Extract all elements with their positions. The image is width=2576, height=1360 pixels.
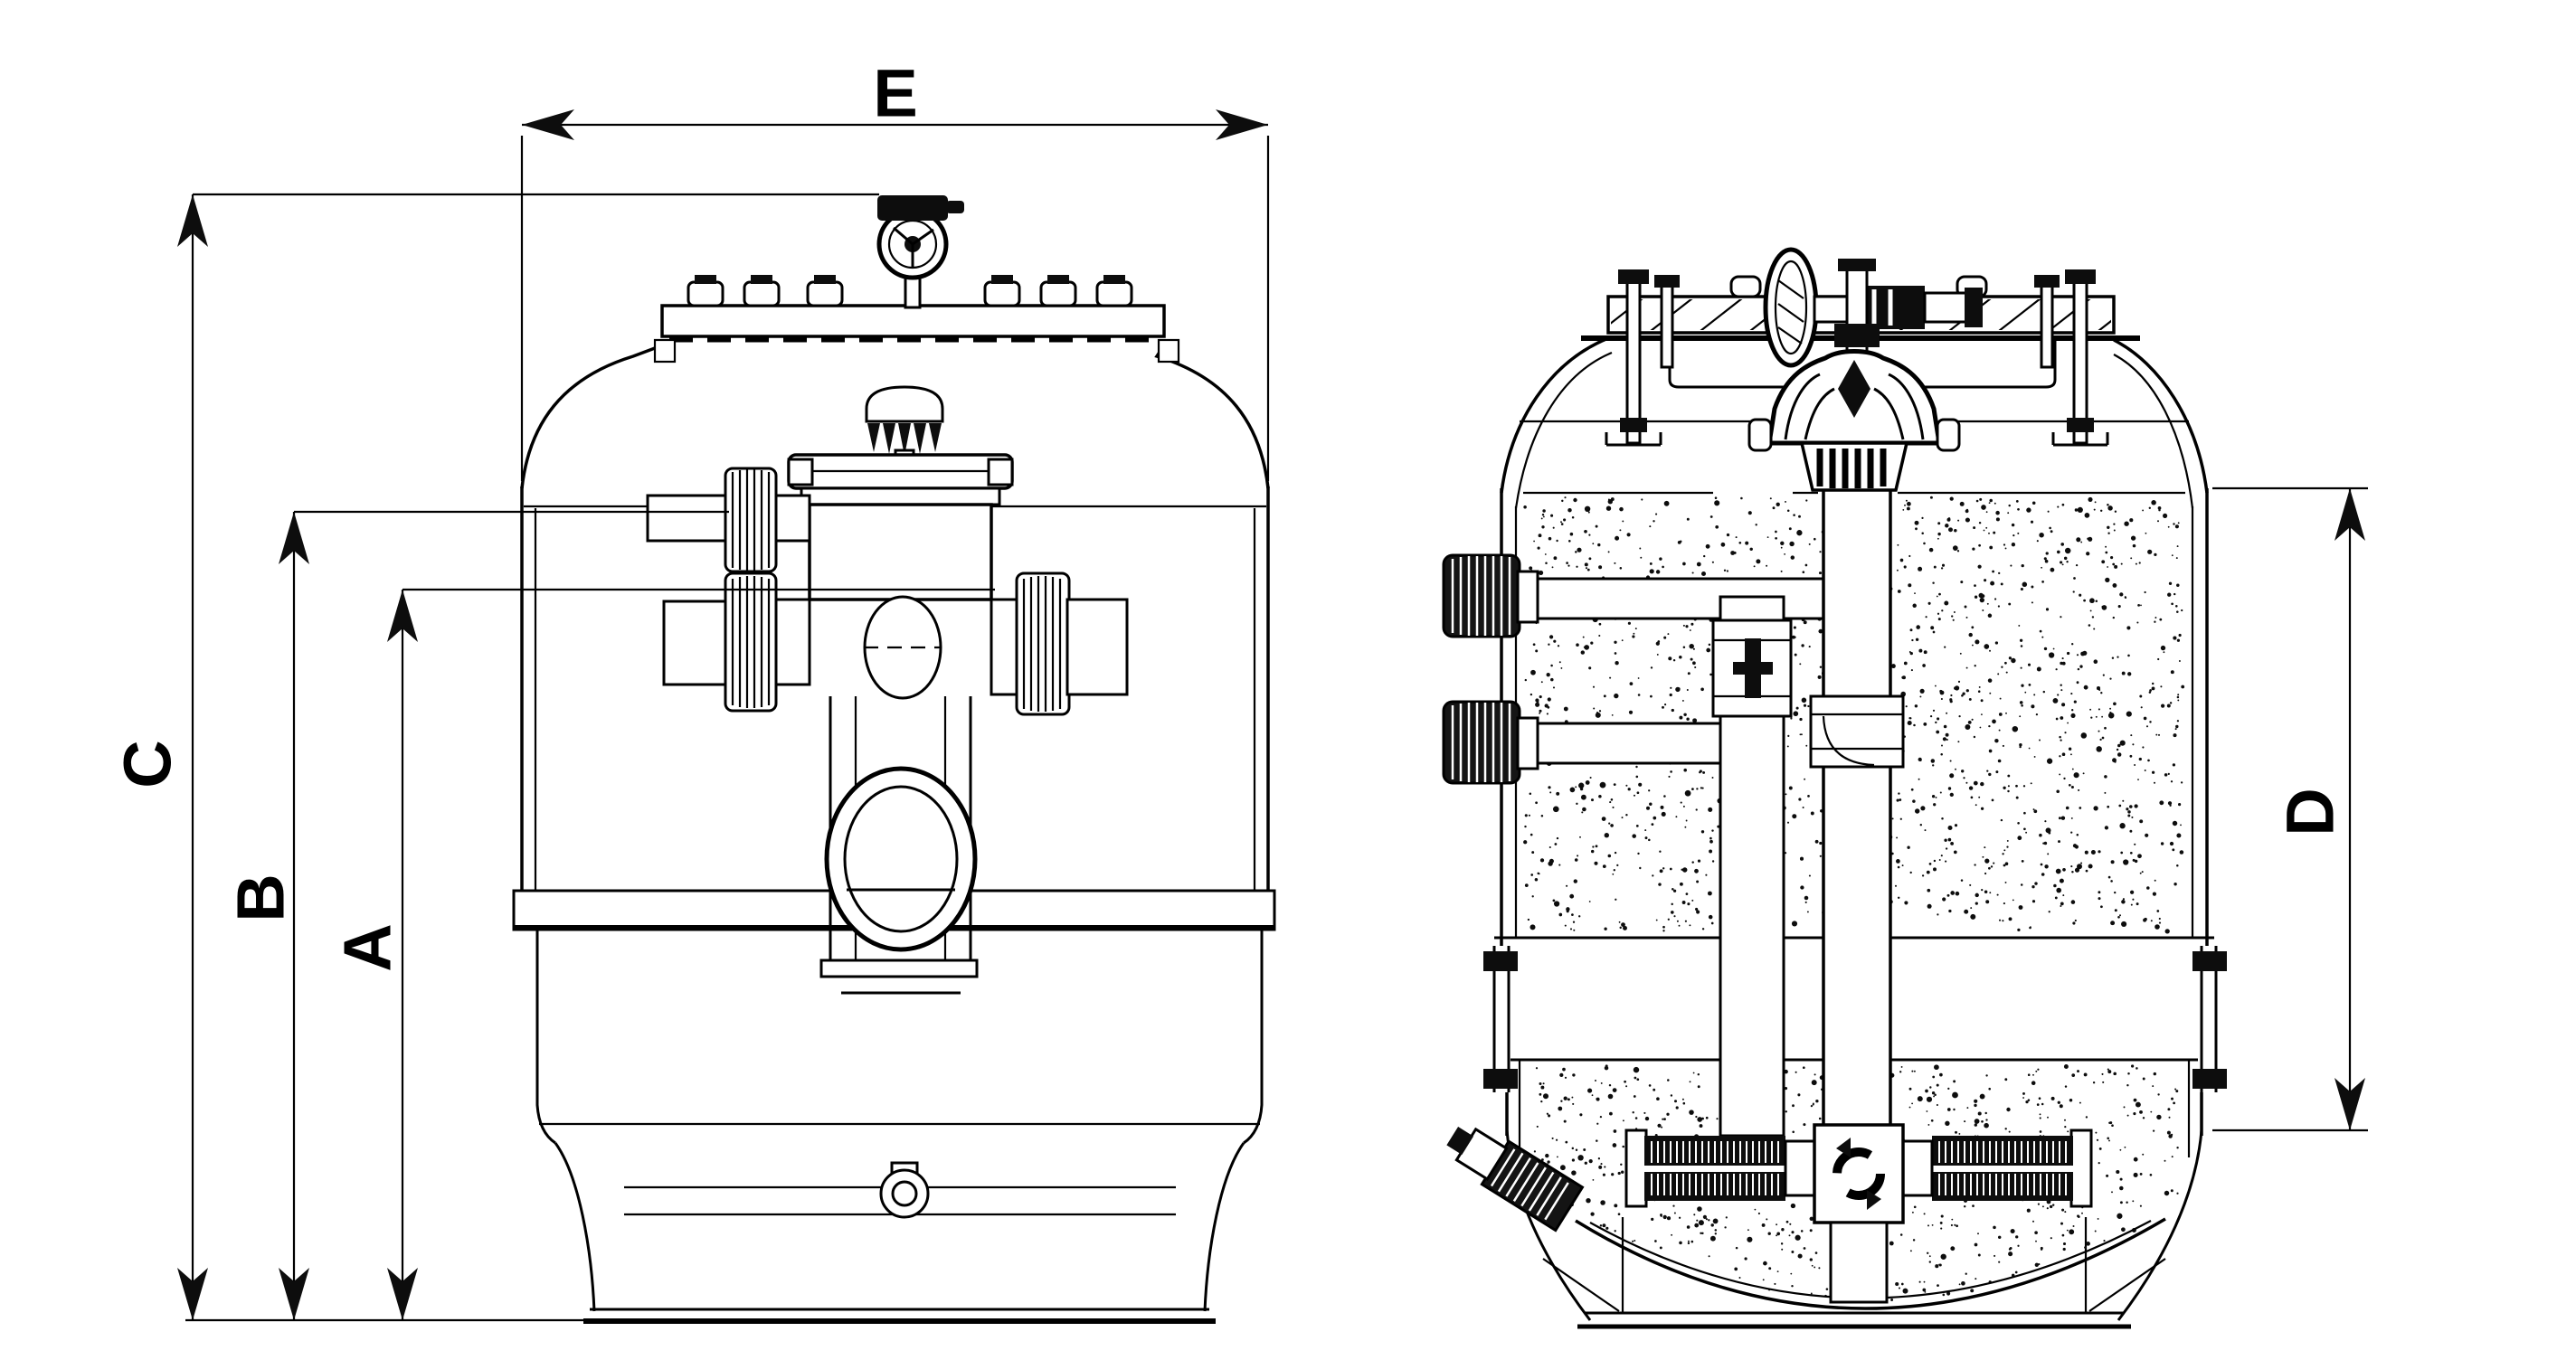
dimension-E: E (520, 56, 1270, 481)
lid-bolts (1605, 269, 2109, 447)
pressure-gauge-assembly (876, 195, 964, 309)
dimension-D: D (2212, 486, 2368, 1132)
band-clamp-lugs (1483, 946, 2227, 1092)
valve-right-port-pipe (990, 571, 1129, 716)
sight-glass-assembly (819, 595, 979, 995)
lower-internal-pipe (1525, 722, 1755, 765)
multiport-valve (646, 385, 1129, 995)
hub-stem (1829, 1221, 1889, 1304)
dimension-label-E: E (873, 56, 917, 131)
sight-glass (824, 766, 978, 952)
dish-bottom (1575, 1217, 2166, 1310)
dimension-label-B: B (223, 874, 298, 921)
diffuser (1747, 349, 1961, 492)
valve-body (808, 503, 993, 601)
dimension-C: C (110, 193, 879, 1320)
internal-piping (1525, 486, 1905, 1138)
dimension-label-A: A (330, 923, 405, 971)
dimensions: E C B A (110, 56, 2368, 1322)
valve-upper-port-pipe (646, 467, 811, 573)
dimension-A: A (330, 588, 995, 1320)
front-view (512, 195, 1276, 1324)
pipe-cross-fitting (1711, 619, 1793, 718)
dimension-B: B (223, 510, 729, 1320)
return-port-union (1442, 700, 1539, 785)
tank-lid-flange (653, 195, 1180, 364)
section-view (1442, 247, 2227, 1329)
standpipe (1822, 486, 1892, 1130)
section-drain-fitting (1446, 1127, 1585, 1232)
valve-handle-knob (865, 385, 944, 463)
bottom-drain-plug (879, 1161, 930, 1219)
lateral-hub (1813, 1123, 1905, 1224)
dimension-label-D: D (2273, 788, 2348, 836)
lateral-assembly (1624, 1123, 2093, 1304)
valve-lower-port-pipe (662, 571, 811, 713)
valve-clamp-ring (800, 486, 1001, 506)
lid-clamp-bolts (687, 275, 1133, 307)
inlet-port-union (1442, 553, 1539, 638)
dimension-label-C: C (110, 740, 185, 788)
standpipe-union (1809, 694, 1905, 769)
